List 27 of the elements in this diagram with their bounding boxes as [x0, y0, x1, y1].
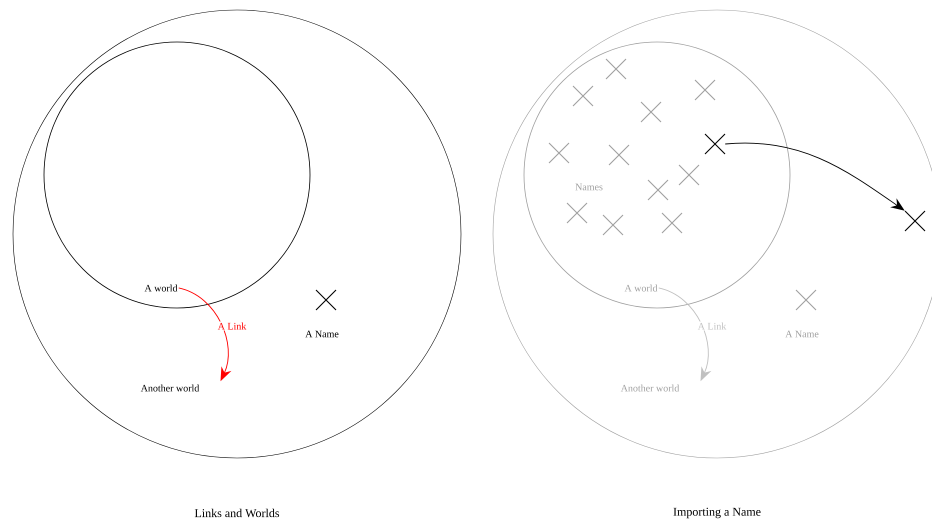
name-cross — [904, 210, 926, 232]
edge-label: A Link — [216, 322, 248, 330]
world-circle — [44, 42, 310, 308]
name-cross: A Name — [785, 289, 818, 338]
name-cross: A Name — [305, 289, 338, 338]
name-cross — [548, 142, 570, 164]
caption: Links and Worlds — [194, 508, 280, 518]
world-label: Another world — [620, 384, 680, 392]
world-circle — [12, 10, 462, 458]
name-cross — [566, 202, 588, 224]
name-cross — [605, 58, 627, 80]
name-cross — [572, 85, 594, 107]
world-circle — [524, 42, 790, 308]
name-cross — [602, 214, 624, 236]
name-cross — [647, 179, 669, 201]
world-label: A world — [144, 284, 178, 292]
name-cross — [678, 164, 700, 186]
name-cross — [704, 133, 726, 155]
caption: Importing a Name — [673, 508, 761, 518]
name-cross — [694, 79, 716, 101]
names-label: Names — [575, 184, 603, 190]
name-cross — [608, 144, 630, 166]
world-label: Another world — [140, 384, 200, 392]
name-cross — [661, 212, 683, 234]
name-cross — [640, 101, 662, 123]
edge-label: A Link — [696, 322, 728, 330]
world-label: A world — [624, 284, 658, 292]
